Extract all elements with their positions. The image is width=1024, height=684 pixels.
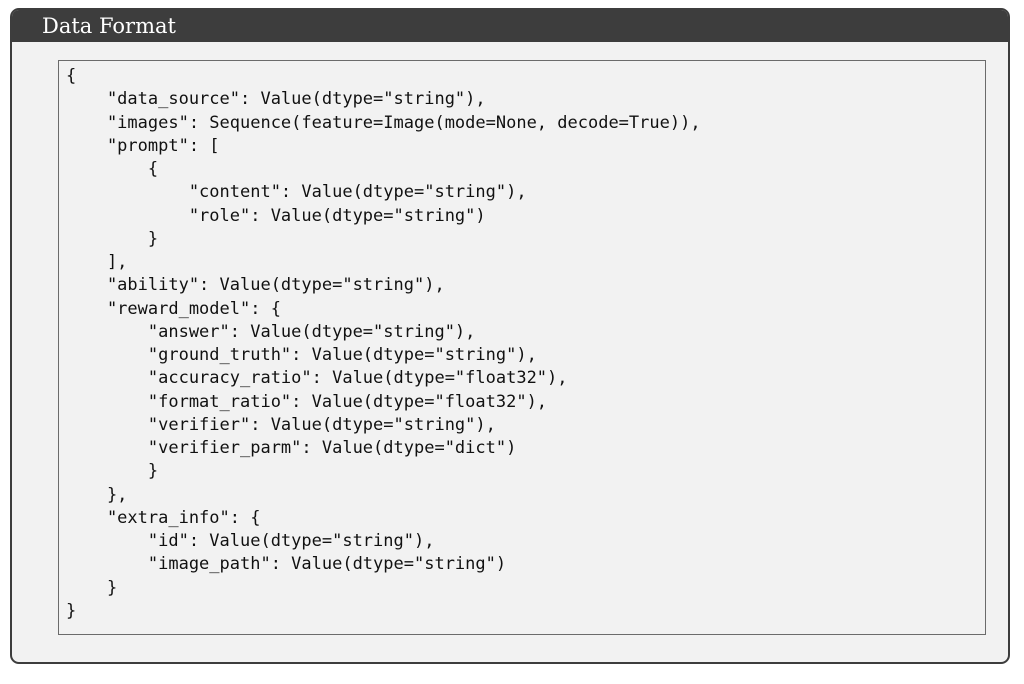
code-line: "verifier": Value(dtype="string"), (66, 414, 496, 435)
code-line: "accuracy_ratio": Value(dtype="float32")… (66, 368, 568, 389)
code-line: "format_ratio": Value(dtype="float32"), (66, 391, 548, 412)
code-line: "image_path": Value(dtype="string") (66, 554, 507, 575)
code-line: { (66, 159, 159, 179)
code-line: ], (66, 252, 128, 272)
code-line: } (66, 577, 118, 598)
code-line: { (66, 66, 77, 86)
code-line: "images": Sequence(feature=Image(mode=No… (66, 112, 701, 133)
code-line: } (66, 600, 77, 621)
code-line: } (66, 228, 159, 249)
code-line: "ground_truth": Value(dtype="string"), (66, 345, 537, 365)
code-line: "id": Value(dtype="string"), (66, 531, 435, 551)
data-format-card: Data Format { "data_source": Value(dtype… (10, 8, 1010, 664)
code-line: "role": Value(dtype="string") (66, 205, 486, 226)
code-line: "prompt": [ (66, 135, 220, 156)
code-line: "data_source": Value(dtype="string"), (66, 89, 486, 110)
card-title: Data Format (12, 10, 1008, 42)
code-line: "extra_info": { (66, 507, 261, 528)
code-line: }, (66, 484, 128, 505)
code-line: "reward_model": { (66, 298, 281, 319)
code-line: } (66, 461, 159, 482)
code-line: "answer": Value(dtype="string"), (66, 321, 476, 342)
code-line: "content": Value(dtype="string"), (66, 182, 527, 203)
code-line: "verifier_parm": Value(dtype="dict") (66, 438, 517, 458)
code-line: "ability": Value(dtype="string"), (66, 275, 445, 296)
code-block: { "data_source": Value(dtype="string"), … (58, 60, 986, 635)
code-listing: { "data_source": Value(dtype="string"), … (59, 61, 985, 623)
